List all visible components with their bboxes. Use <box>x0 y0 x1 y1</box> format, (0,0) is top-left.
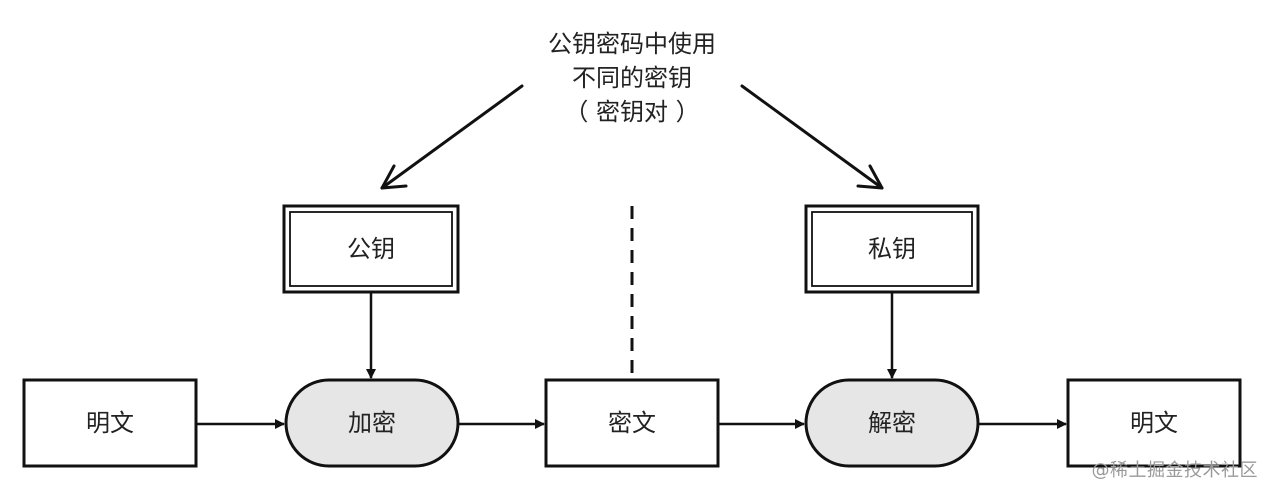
plaintext-output-label: 明文 <box>1130 409 1178 437</box>
caption-line-3: （ 密钥对 ） <box>564 98 699 126</box>
ciphertext-label: 密文 <box>608 409 656 437</box>
caption-to-private-key-arrow <box>740 84 884 190</box>
plaintext-input-box: 明文 <box>22 378 198 468</box>
caption-to-public-key-arrow <box>380 84 524 190</box>
plaintext-output-box: 明文 <box>1066 378 1242 468</box>
watermark: @稀土掘金技术社区 <box>1091 460 1258 481</box>
private-key-box: 私钥 <box>804 204 980 294</box>
encrypt-label: 加密 <box>348 409 396 437</box>
caption-line-2: 不同的密钥 <box>572 64 692 92</box>
public-key-box: 公钥 <box>282 204 460 294</box>
ciphertext-box: 密文 <box>544 378 720 468</box>
plaintext-input-label: 明文 <box>86 409 134 437</box>
decrypt-process: 解密 <box>804 378 980 468</box>
caption-line-1: 公钥密码中使用 <box>548 30 716 58</box>
decrypt-label: 解密 <box>868 409 916 437</box>
encrypt-process: 加密 <box>284 378 460 468</box>
private-key-label: 私钥 <box>868 235 916 263</box>
public-key-label: 公钥 <box>347 235 395 263</box>
